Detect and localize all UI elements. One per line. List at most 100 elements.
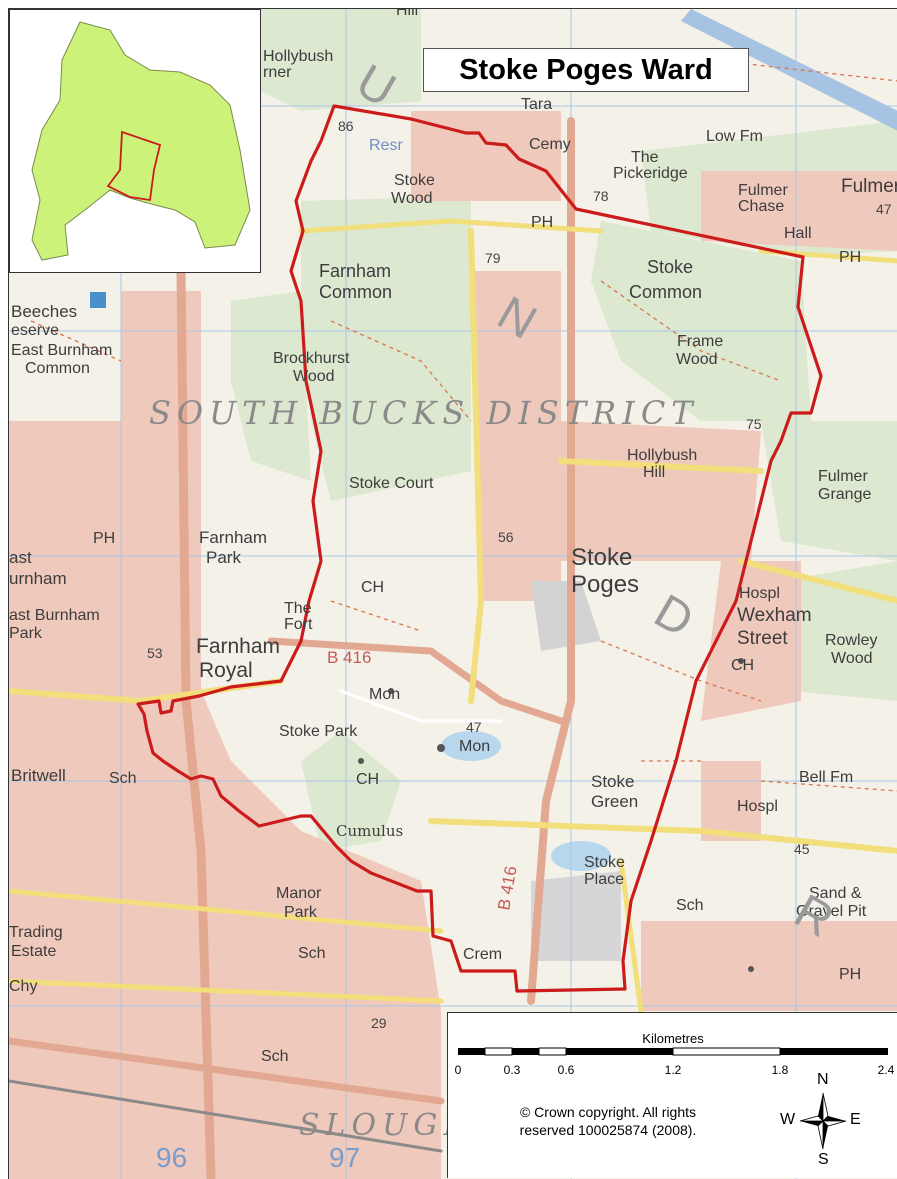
svg-text:Estate: Estate [11,943,56,960]
compass-n: N [817,1071,829,1088]
svg-text:CH: CH [361,579,384,596]
svg-text:45: 45 [794,841,810,857]
scale-segment-4 [538,1047,567,1056]
svg-text:East Burnham: East Burnham [11,342,112,359]
svg-text:Tara: Tara [521,96,552,113]
svg-text:Cemy: Cemy [529,136,571,153]
svg-text:ast: ast [9,548,32,567]
scale-segment-1 [458,1048,485,1055]
svg-text:Stoke Court: Stoke Court [349,475,434,492]
scale-tick-0-6: 0.6 [557,1063,575,1077]
base-map[interactable]: Hill Hollybush rner Tara Cemy Resr Low F… [9,9,897,1179]
svg-text:Royal: Royal [199,659,253,682]
svg-text:86: 86 [338,118,354,134]
compass-e: E [850,1111,861,1128]
map-symbols [90,292,754,972]
copyright-line-1: © Crown copyright. All rights [519,1104,697,1120]
scale-tick-0: 0 [454,1063,462,1077]
svg-text:Rowley: Rowley [825,632,877,649]
svg-text:Stoke: Stoke [584,854,625,871]
svg-text:Sch: Sch [261,1048,289,1065]
svg-text:CH: CH [731,657,754,674]
svg-text:ast Burnham: ast Burnham [9,607,100,624]
svg-text:Mon: Mon [369,686,400,703]
north-arrow: N S W E [778,1071,868,1171]
svg-text:PH: PH [531,214,553,231]
svg-text:Wood: Wood [293,368,335,385]
svg-text:Grange: Grange [818,486,871,503]
svg-text:Stoke: Stoke [647,257,693,277]
compass-w: W [780,1111,796,1128]
svg-text:Hill: Hill [396,9,418,19]
svg-text:Park: Park [9,625,43,642]
scale-tick-1-2: 1.2 [664,1063,682,1077]
map-labels: Hill Hollybush rner Tara Cemy Resr Low F… [9,9,897,1173]
svg-text:Mon: Mon [459,738,490,755]
svg-text:Frame: Frame [677,333,723,350]
svg-text:rner: rner [263,64,292,81]
svg-text:Cumulus: Cumulus [336,822,403,840]
map-frame: Hill Hollybush rner Tara Cemy Resr Low F… [8,8,897,1179]
svg-text:75: 75 [746,416,762,432]
svg-text:Fulmer: Fulmer [841,176,897,197]
svg-text:Sch: Sch [676,897,704,914]
svg-text:PH: PH [839,966,861,983]
svg-text:Hospl: Hospl [737,798,778,815]
scale-tick-1-8: 1.8 [771,1063,789,1077]
svg-text:Farnham: Farnham [199,528,267,547]
compass-rose-icon [799,1092,847,1150]
svg-text:Sch: Sch [298,945,326,962]
svg-text:SLOUGH: SLOUGH [299,1108,475,1143]
roads [9,117,897,1179]
scale-segment-3 [512,1048,539,1055]
svg-text:Manor: Manor [276,885,322,902]
svg-text:Fulmer: Fulmer [818,468,868,485]
svg-text:Wexham: Wexham [737,605,812,626]
svg-text:Farnham: Farnham [196,635,280,658]
svg-text:Wood: Wood [676,351,718,368]
svg-text:Hospl: Hospl [739,585,780,602]
svg-text:PH: PH [93,530,115,547]
svg-text:Hill: Hill [643,464,665,481]
svg-text:Brockhurst: Brockhurst [273,350,350,367]
svg-text:Common: Common [629,282,702,302]
svg-text:eserve: eserve [11,322,59,339]
svg-text:Fulmer: Fulmer [738,182,788,199]
svg-text:Low Fm: Low Fm [706,128,763,145]
map-title: Stoke Poges Ward [459,53,713,86]
water-areas [441,9,897,961]
svg-text:56: 56 [498,529,514,545]
scale-tick-0-3: 0.3 [503,1063,521,1077]
svg-text:Street: Street [737,628,788,649]
inset-svg [31,21,251,261]
svg-text:Gravel Pit: Gravel Pit [796,903,867,920]
svg-text:Sand &: Sand & [809,885,862,902]
svg-text:B 416: B 416 [327,648,371,667]
svg-text:Crem: Crem [463,946,502,963]
svg-text:SOUTH BUCKS DISTRICT: SOUTH BUCKS DISTRICT [149,394,699,432]
scale-title: Kilometres [642,1031,704,1046]
legend-box: Kilometres 0 0.3 0.6 1.2 1.8 2.4 © Crown… [447,1012,897,1178]
svg-text:CH: CH [356,771,379,788]
svg-text:Park: Park [206,548,241,567]
svg-text:Place: Place [584,871,624,888]
svg-text:78: 78 [593,188,609,204]
svg-text:Wood: Wood [391,190,433,207]
svg-text:Common: Common [25,360,90,377]
svg-text:Hall: Hall [784,225,812,242]
svg-text:53: 53 [147,645,163,661]
copyright-notice: © Crown copyright. All rights reserved 1… [478,1103,738,1139]
svg-text:Beeches: Beeches [11,302,77,321]
scale-bar [458,1047,888,1056]
inset-ward-outline [106,130,162,202]
svg-text:Stoke Park: Stoke Park [279,723,358,740]
footpaths [30,60,897,792]
svg-text:PH: PH [839,249,861,266]
svg-text:Farnham: Farnham [319,261,391,281]
compass-s: S [818,1151,829,1168]
urban-areas [9,111,897,1179]
svg-text:Stoke: Stoke [394,172,435,189]
ward-boundary[interactable] [136,104,823,993]
svg-text:Britwell: Britwell [11,766,66,785]
svg-text:urnham: urnham [9,569,67,588]
